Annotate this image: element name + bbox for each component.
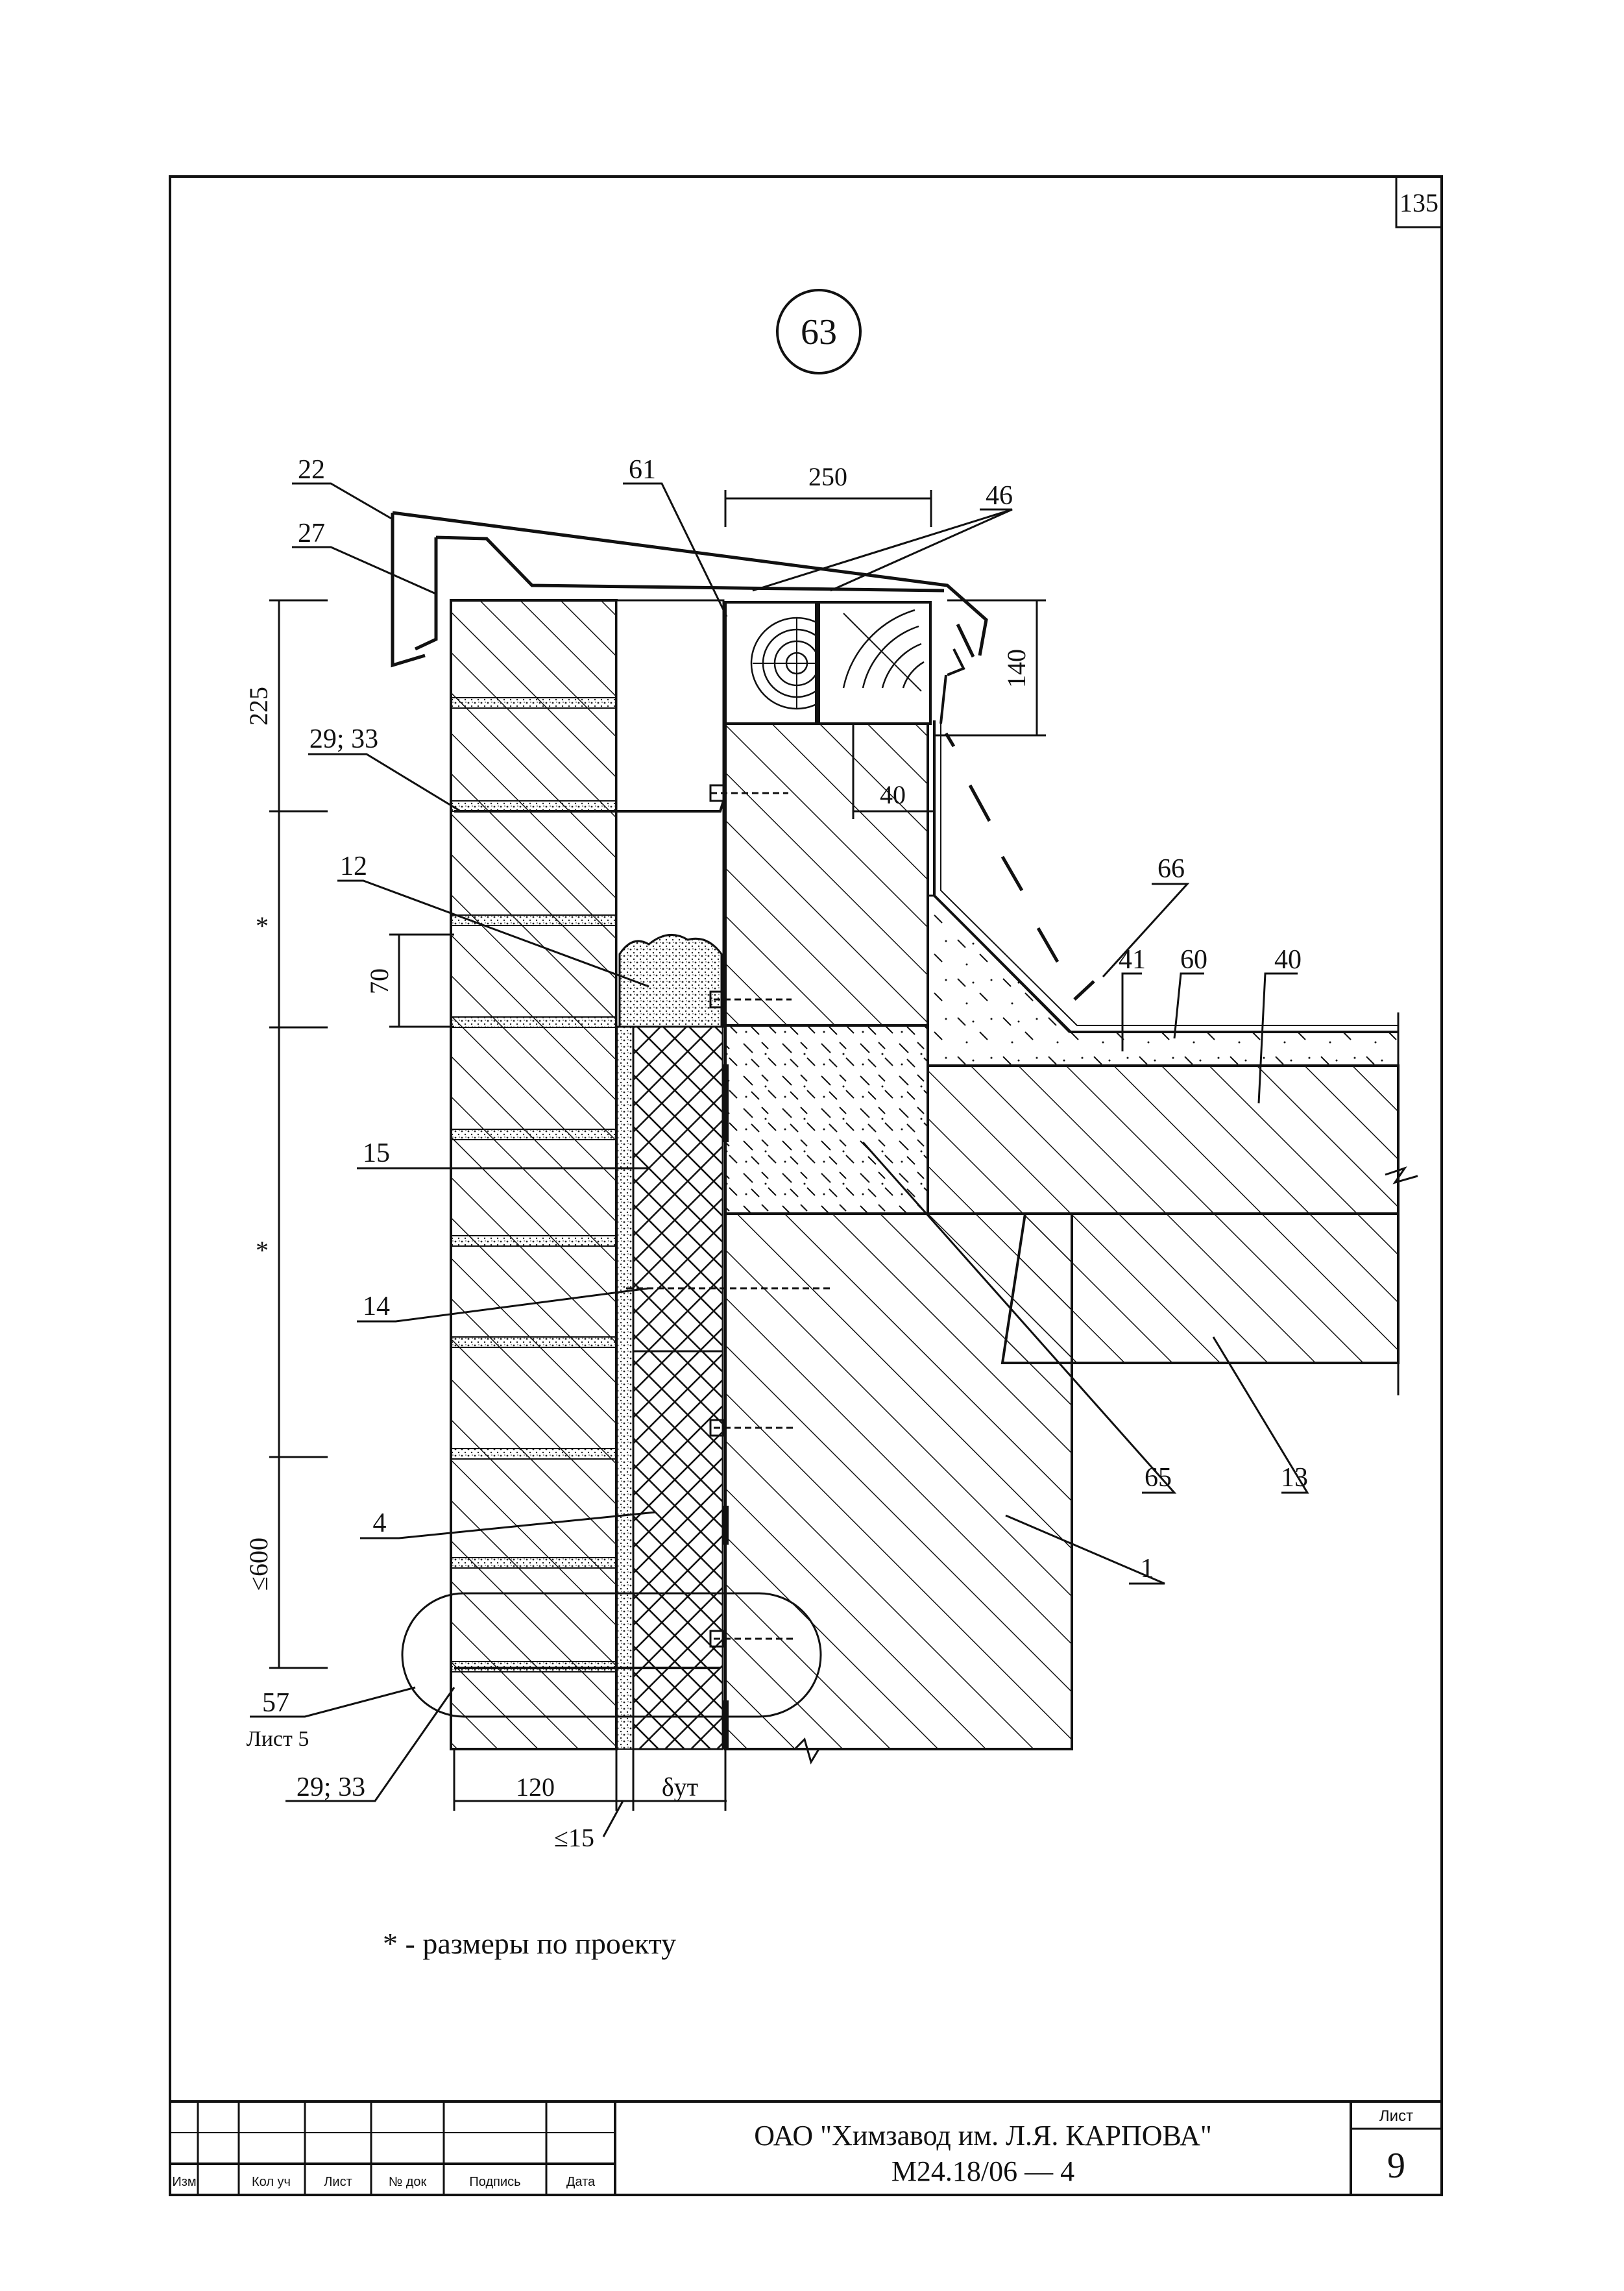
callout-57: 57 — [262, 1688, 289, 1718]
screed-41 — [927, 894, 1400, 1067]
break-line — [1385, 1166, 1418, 1184]
callout-14: 14 — [363, 1292, 390, 1321]
callout-15: 15 — [363, 1138, 390, 1168]
dim-15: ≤15 — [554, 1823, 594, 1852]
callout-27: 27 — [298, 519, 325, 548]
callout-4: 4 — [373, 1508, 387, 1538]
sheet-border — [169, 175, 1443, 2196]
filler-12 — [618, 933, 723, 1028]
document-code: М24.18/06 — 4 — [891, 2155, 1074, 2187]
callout-1: 1 — [1141, 1554, 1154, 1584]
roof-slab-40 — [927, 1064, 1400, 1215]
callout-60: 60 — [1180, 945, 1207, 975]
callout-66: 66 — [1157, 854, 1185, 884]
roofing-membrane-60b — [940, 720, 1398, 1026]
callout-13: 13 — [1281, 1463, 1308, 1493]
callout-29-33-bottom: 29; 33 — [297, 1772, 365, 1802]
callout-46: 46 — [986, 481, 1013, 511]
title-block — [170, 2100, 1442, 2195]
top-sheet-number: 135 — [1400, 188, 1438, 217]
detail-number-circle — [776, 289, 862, 374]
company-name: ОАО "Химзавод им. Л.Я. КАРПОВА" — [754, 2120, 1212, 2151]
dimension-lines — [269, 490, 1046, 1837]
callout-leaders — [250, 482, 1309, 1802]
bottom-break — [794, 1737, 820, 1765]
dim-delta-ut: δут — [662, 1772, 698, 1802]
sheet-number: 9 — [1387, 2146, 1405, 2186]
timber-bar-2 — [818, 601, 932, 725]
col-kol-uch: Кол уч — [252, 2175, 291, 2189]
callout-29-33-top: 29; 33 — [309, 724, 378, 754]
col-sign: Подпись — [469, 2175, 520, 2189]
reference-oval-57 — [401, 1592, 822, 1718]
callout-65: 65 — [1145, 1463, 1172, 1493]
brick-wall — [450, 599, 618, 1750]
top-sheet-number-box — [1395, 175, 1443, 228]
col-list: Лист — [324, 2175, 352, 2189]
callout-41: 41 — [1119, 945, 1146, 975]
dim-70: 70 — [365, 968, 394, 994]
mortar-layer — [616, 1026, 634, 1750]
dim-600: ≤600 — [244, 1538, 273, 1591]
dim-140: 140 — [1002, 649, 1031, 688]
hollow-slab-13 — [1000, 1212, 1400, 1364]
dim-225: 225 — [244, 687, 273, 726]
col-date: Дата — [566, 2175, 596, 2189]
callout-61: 61 — [629, 455, 656, 485]
col-izm: Изм — [172, 2175, 196, 2189]
insulation — [632, 1025, 724, 1750]
dim-star-1: * — [256, 911, 269, 940]
detail-number: 63 — [801, 312, 837, 352]
dim-40: 40 — [880, 780, 906, 809]
callout-57-sheet: Лист 5 — [247, 1727, 309, 1751]
parapet-cap-22 — [391, 511, 988, 668]
drip-flashing — [939, 648, 965, 724]
dim-star-2: * — [256, 1236, 269, 1265]
sheet-label: Лист — [1379, 2107, 1413, 2125]
callout-12: 12 — [340, 851, 367, 881]
dim-120: 120 — [516, 1772, 555, 1802]
col-ndoc: № док — [389, 2175, 427, 2189]
wall-tie-29-33-top — [454, 794, 727, 813]
anchors — [626, 784, 834, 1648]
lightweight-concrete-65 — [724, 1024, 929, 1215]
dimensions-note: * - размеры по проекту — [383, 1927, 676, 1960]
dim-250: 250 — [808, 462, 847, 491]
callout-22: 22 — [298, 455, 325, 485]
callout-40: 40 — [1274, 945, 1302, 975]
